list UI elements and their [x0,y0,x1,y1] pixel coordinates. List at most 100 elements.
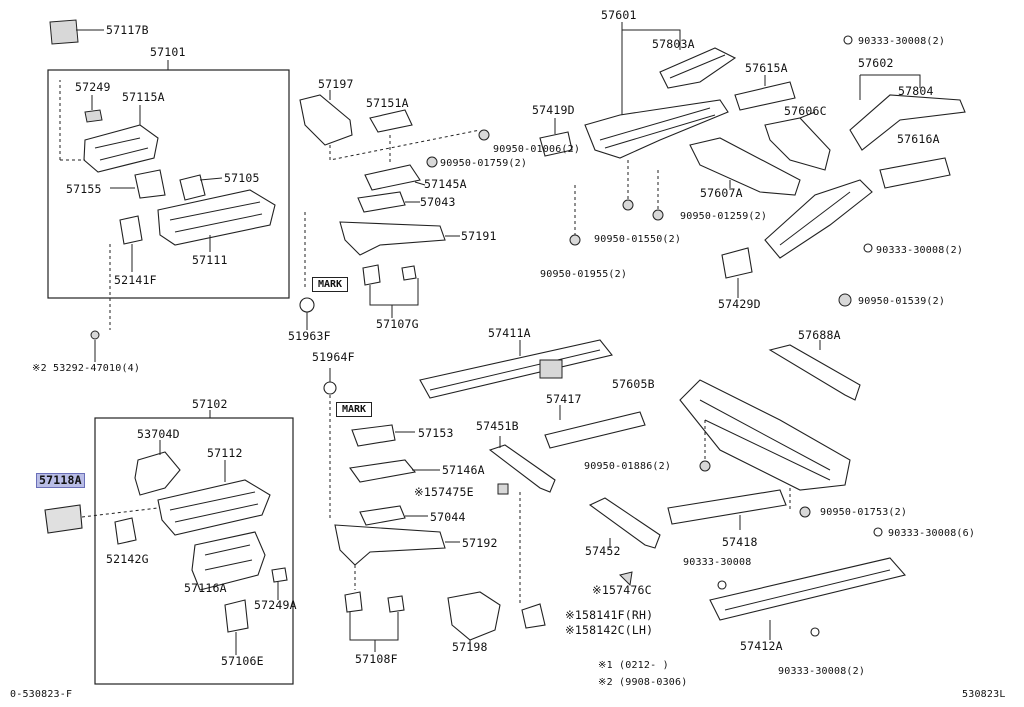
part-57116a[interactable] [191,531,266,591]
part-90950-01955[interactable] [569,234,581,246]
label-57043[interactable]: 57043 [420,195,456,209]
label-90950-01006[interactable]: 90950-01006(2) [493,144,581,155]
part-90950-01759[interactable] [426,156,438,168]
part-90333-30008-c[interactable] [873,527,883,537]
label-57105[interactable]: 57105 [224,171,260,185]
part-57155[interactable] [110,169,166,199]
label-57191[interactable]: 57191 [461,229,497,243]
label-158141f[interactable]: ※158141F(RH) [565,608,654,622]
part-57249[interactable] [84,95,103,123]
part-90950-01539[interactable] [838,293,852,307]
part-57249a[interactable] [271,567,288,600]
label-57102[interactable]: 57102 [192,397,228,411]
label-57417[interactable]: 57417 [546,392,582,406]
label-57605b[interactable]: 57605B [612,377,655,391]
label-53704d[interactable]: 53704D [137,427,180,441]
part-57616a[interactable] [879,157,951,189]
label-52142g[interactable]: 52142G [106,552,149,566]
label-53292-47010[interactable]: ※2 53292-47010(4) [32,363,141,374]
label-57615a[interactable]: 57615A [745,61,788,75]
label-57153[interactable]: 57153 [418,426,454,440]
label-90950-01955[interactable]: 90950-01955(2) [540,269,628,280]
part-57197[interactable] [299,90,481,161]
label-57198[interactable]: 57198 [452,640,488,654]
label-57044[interactable]: 57044 [430,510,466,524]
label-157476c[interactable]: ※157476C [592,583,652,597]
label-51963f[interactable]: 51963F [288,329,331,343]
label-90333-30008-a[interactable]: 90333-30008(2) [858,36,946,47]
part-57605b[interactable] [679,379,851,510]
label-57112[interactable]: 57112 [207,446,243,460]
part-57118a[interactable] [44,504,159,534]
label-57606c[interactable]: 57606C [784,104,827,118]
label-90333-30008-c[interactable]: 90333-30008(6) [888,528,976,539]
label-90950-01550[interactable]: 90950-01550(2) [594,234,682,245]
part-57452[interactable] [588,497,661,549]
label-57115a[interactable]: 57115A [122,90,165,104]
label-52141f[interactable]: 52141F [114,273,157,287]
label-57118a[interactable]: 57118A [36,473,85,488]
part-157476c[interactable] [619,571,633,587]
part-57606c[interactable] [764,111,831,171]
label-57451b[interactable]: 57451B [476,419,519,433]
label-57111[interactable]: 57111 [192,253,228,267]
part-51964f[interactable] [323,368,337,520]
part-57112[interactable] [157,460,271,536]
part-158141f[interactable] [521,603,546,629]
part-57451b[interactable] [488,436,556,605]
part-57601[interactable] [584,99,729,159]
part-90333-30008-a[interactable] [843,35,853,45]
part-51963f[interactable] [299,297,315,330]
label-57116a[interactable]: 57116A [184,581,227,595]
label-90333-30008-b[interactable]: 90333-30008(2) [876,245,964,256]
part-52141f[interactable] [90,215,143,362]
part-57803a[interactable] [659,47,737,89]
part-57418[interactable] [667,489,787,530]
label-90950-01753[interactable]: 90950-01753(2) [820,507,908,518]
label-57107g[interactable]: 57107G [376,317,419,331]
part-57043[interactable] [357,191,420,213]
label-51964f[interactable]: 51964F [312,350,355,364]
label-57145a[interactable]: 57145A [424,177,467,191]
label-57616a[interactable]: 57616A [897,132,940,146]
part-57151a[interactable] [369,109,413,133]
label-90333-30008-e[interactable]: 90333-30008(2) [778,666,866,677]
label-57601[interactable]: 57601 [601,8,637,22]
part-57106e[interactable] [224,599,249,655]
label-57106e[interactable]: 57106E [221,654,264,668]
label-57151a[interactable]: 57151A [366,96,409,110]
part-57108f[interactable] [344,591,405,652]
part-57602[interactable] [764,179,873,259]
part-52142g[interactable] [114,517,137,545]
part-90950-01259[interactable] [652,209,664,221]
label-57249[interactable]: 57249 [75,80,111,94]
part-57419d[interactable] [539,118,573,157]
label-57146a[interactable]: 57146A [442,463,485,477]
label-57607a[interactable]: 57607A [700,186,743,200]
part-90333-30008-b[interactable] [863,243,873,253]
part-57198[interactable] [447,591,501,650]
label-90333-30008-d[interactable]: 90333-30008 [683,557,752,568]
part-90333-30008-e[interactable] [810,627,820,637]
label-57429d[interactable]: 57429D [718,297,761,311]
part-90950-01886[interactable] [699,460,711,472]
label-57602[interactable]: 57602 [858,56,894,70]
part-90333-30008-d[interactable] [717,580,727,590]
label-57688a[interactable]: 57688A [798,328,841,342]
label-57249a[interactable]: 57249A [254,598,297,612]
label-57101[interactable]: 57101 [150,45,186,59]
part-53704d[interactable] [134,440,181,496]
part-57192[interactable] [334,524,460,566]
part-90950-01550[interactable] [622,199,634,211]
part-90950-01006[interactable] [478,129,490,141]
label-158142c[interactable]: ※158142C(LH) [565,623,654,637]
part-57105[interactable] [179,174,223,201]
label-57411a[interactable]: 57411A [488,326,531,340]
label-57419d[interactable]: 57419D [532,103,575,117]
part-57145a[interactable] [364,164,426,191]
label-57803a[interactable]: 57803A [652,37,695,51]
part-57607a[interactable] [689,137,801,196]
part-57191[interactable] [339,221,460,256]
label-57197[interactable]: 57197 [318,77,354,91]
part-57153[interactable] [351,424,415,447]
